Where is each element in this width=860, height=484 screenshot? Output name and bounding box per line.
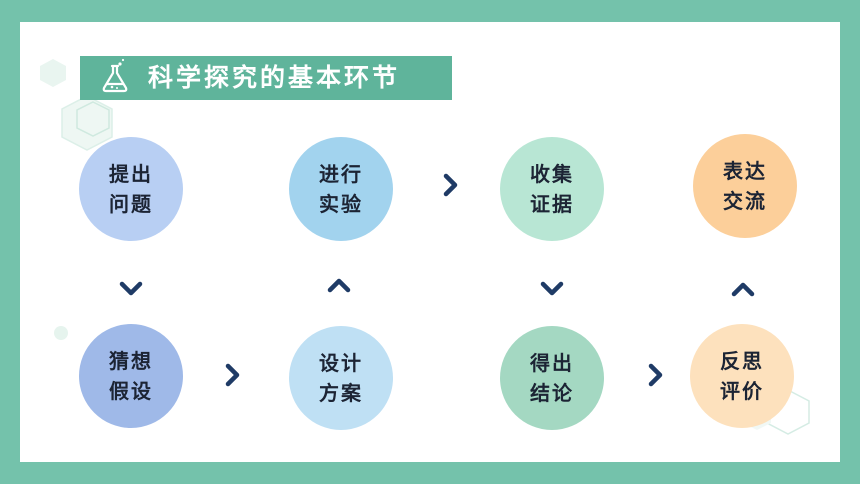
step-label-line2: 方案: [319, 381, 363, 405]
step-label-line2: 证据: [530, 192, 574, 216]
step-label-line1: 提出: [109, 162, 153, 186]
step-label-line2: 结论: [530, 381, 574, 405]
step-tichu-wenti: 提出 问题: [79, 137, 183, 241]
title-bar: [80, 56, 452, 100]
step-label-line2: 实验: [319, 192, 363, 216]
page-title: 科学探究的基本环节: [148, 63, 401, 92]
decor-hexagon-outline-icon: [76, 101, 110, 137]
chevron-right-icon: [443, 173, 458, 197]
step-label-line2: 评价: [720, 379, 764, 403]
decor-hexagon-filled-icon: [40, 59, 66, 87]
step-label-line1: 表达: [723, 159, 767, 183]
chevron-up-icon: [731, 282, 755, 297]
step-label-line1: 得出: [530, 351, 574, 375]
chevron-right-icon: [225, 363, 240, 387]
chevron-down-icon: [119, 281, 143, 296]
step-label-line1: 收集: [530, 162, 574, 186]
step-dechu-jielun: 得出 结论: [500, 326, 604, 430]
step-label-line1: 反思: [720, 349, 764, 373]
step-caixiang-jiashe: 猜想 假设: [79, 324, 183, 428]
step-label-line1: 设计: [319, 351, 363, 375]
top-frame-strip: [0, 0, 860, 14]
step-label-line2: 假设: [109, 379, 153, 403]
decor-dot-icon: [54, 326, 68, 340]
step-label-line2: 交流: [723, 189, 767, 213]
step-sheji-fangan: 设计 方案: [289, 326, 393, 430]
step-biaoda-jiaoliu: 表达 交流: [693, 134, 797, 238]
decor-hexagon-large-icon: [61, 95, 113, 151]
step-label-line2: 问题: [109, 192, 153, 216]
chevron-up-icon: [327, 278, 351, 293]
step-label-line1: 猜想: [109, 349, 153, 373]
chevron-right-icon: [648, 363, 663, 387]
step-jinxing-shiyan: 进行 实验: [289, 137, 393, 241]
flask-icon: [102, 58, 128, 93]
chevron-down-icon: [540, 281, 564, 296]
step-label-line1: 进行: [319, 162, 363, 186]
step-fansi-pingjia: 反思 评价: [690, 324, 794, 428]
step-shouji-zhengju: 收集 证据: [500, 137, 604, 241]
